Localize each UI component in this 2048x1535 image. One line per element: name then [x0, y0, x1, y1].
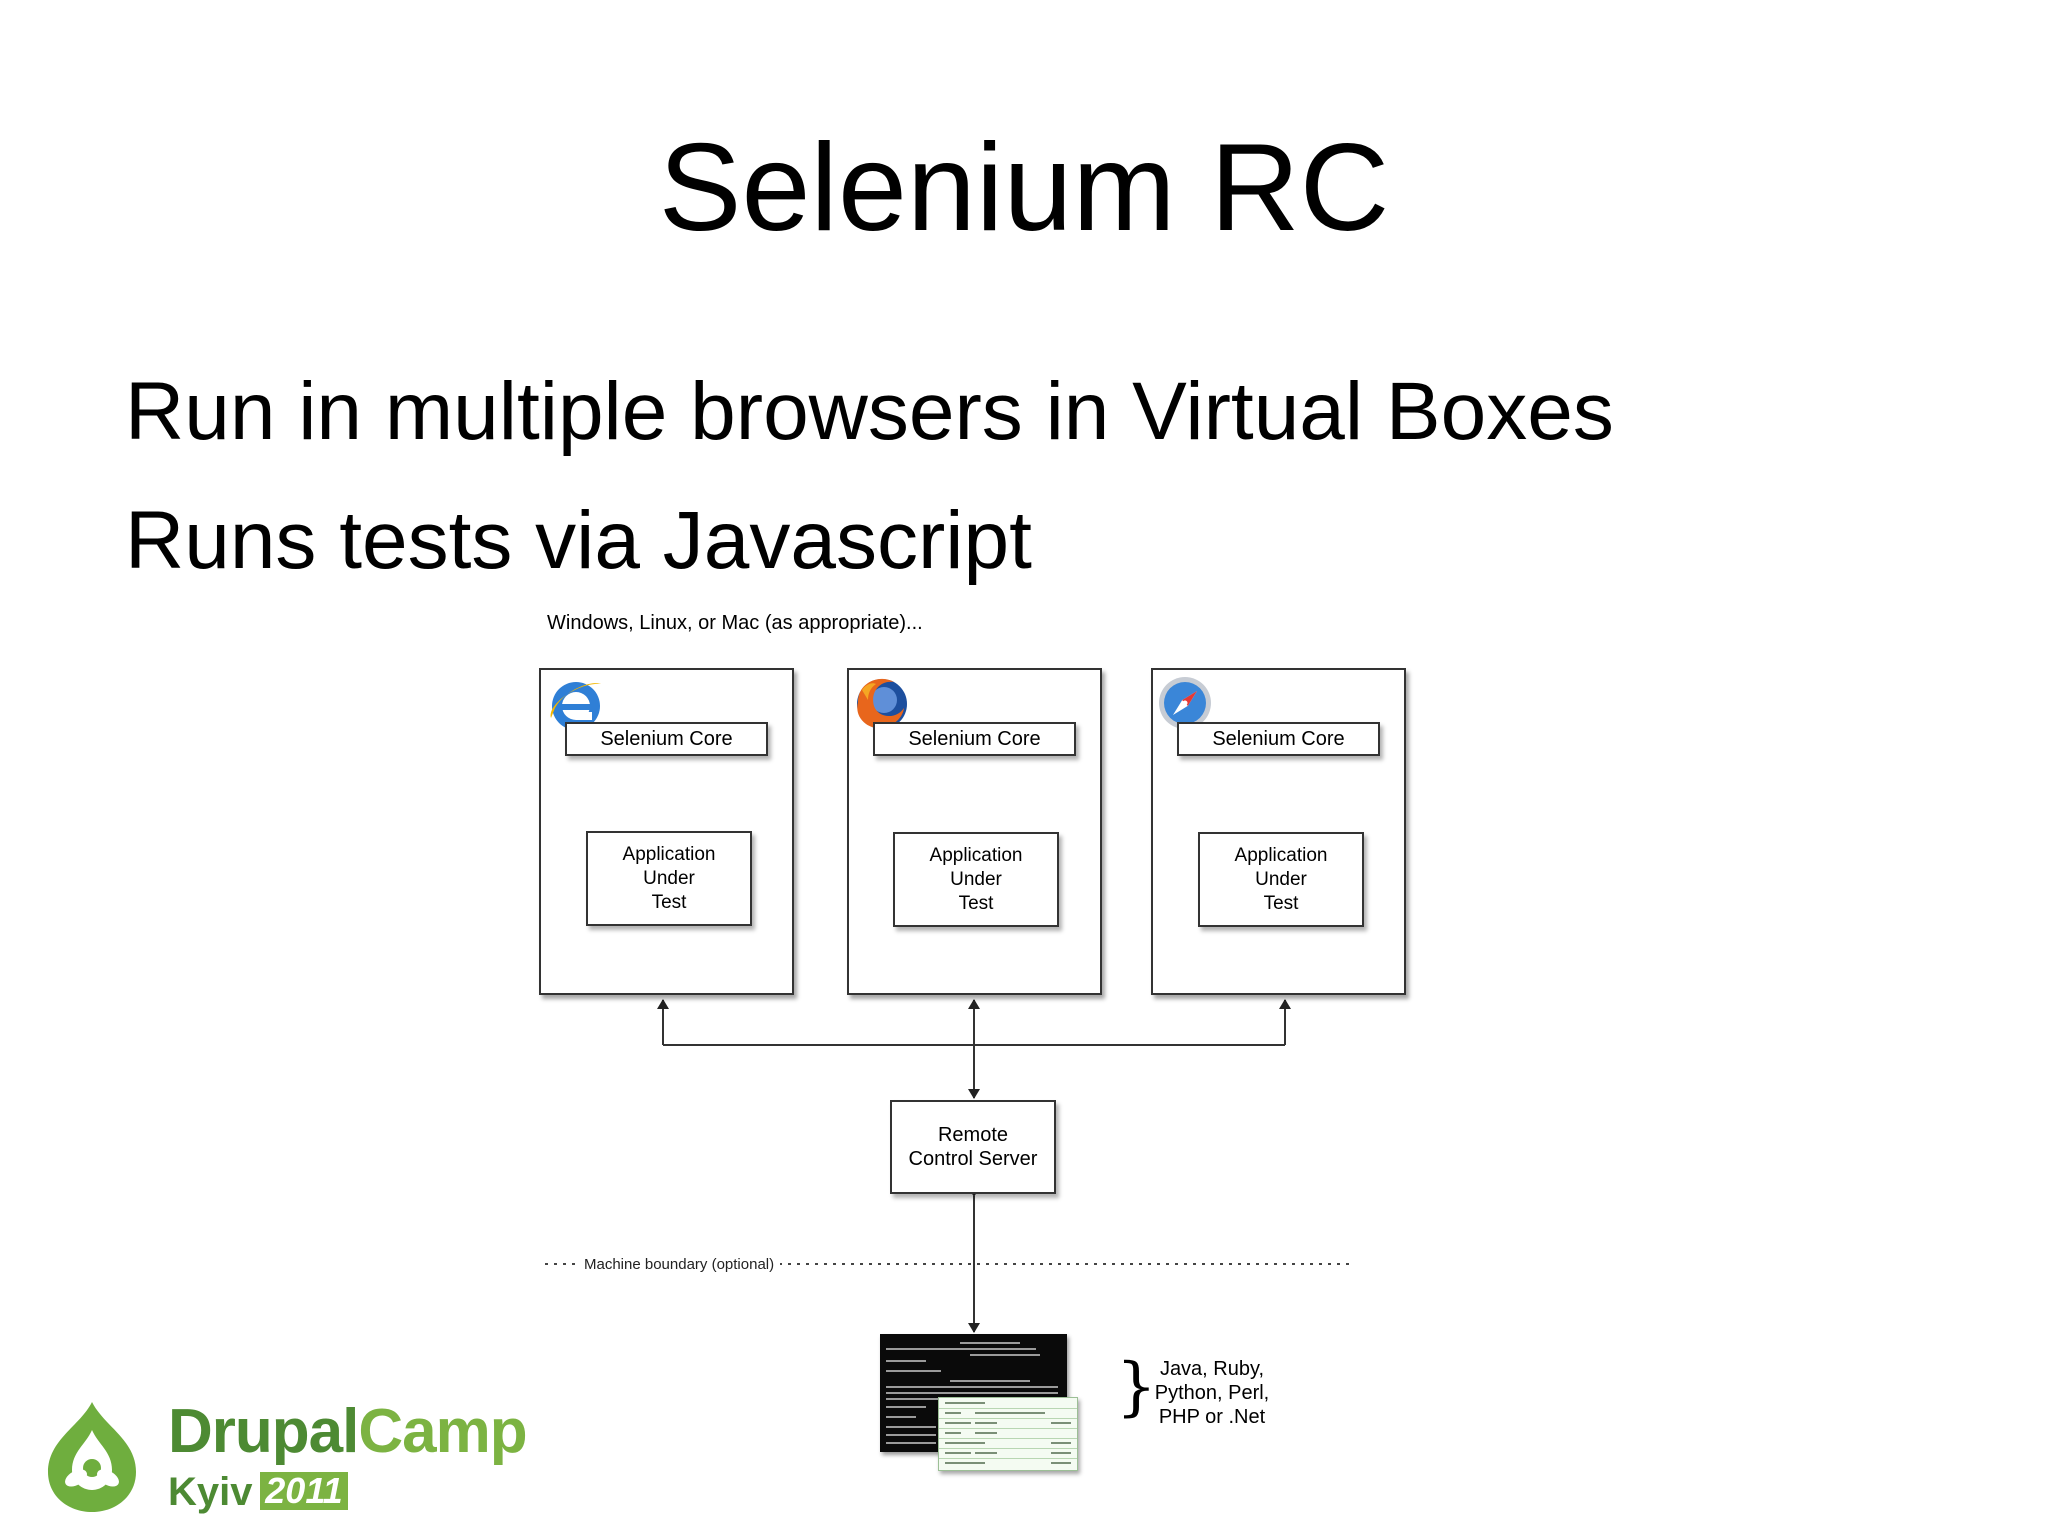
os-label: Windows, Linux, or Mac (as appropriate).… [547, 612, 923, 634]
app-line-application: Application [1234, 844, 1328, 866]
app-line-test: Test [958, 892, 994, 914]
app-line-under: Under [1255, 868, 1307, 890]
internet-explorer-icon [550, 682, 601, 730]
app-line-application: Application [929, 844, 1023, 866]
app-line-test: Test [651, 891, 687, 913]
firefox-icon [857, 678, 907, 729]
boundary-label: Machine boundary (optional) [578, 1256, 781, 1273]
app-line-application: Application [622, 843, 716, 865]
app-line-under: Under [643, 867, 695, 889]
app-under-test-box-1: Application Under Test [586, 831, 752, 926]
app-under-test-box-2: Application Under Test [893, 832, 1059, 927]
logo-year: 2011 [260, 1472, 348, 1510]
app-line-under: Under [950, 868, 1002, 890]
logo-word-camp: Camp [358, 1397, 527, 1466]
languages-line-3: PHP or .Net [1158, 1406, 1266, 1428]
remote-control-server-box: Remote Control Server [890, 1100, 1056, 1194]
server-line-remote: Remote [937, 1124, 1009, 1146]
languages-line-1: Java, Ruby, [1159, 1358, 1265, 1380]
languages-line-2: Python, Perl, [1154, 1382, 1270, 1404]
drupal-drop-icon [48, 1402, 136, 1512]
safari-icon [1159, 677, 1211, 729]
app-line-test: Test [1263, 892, 1299, 914]
logo-wordmark: DrupalCamp [168, 1396, 528, 1467]
bullet-javascript: Runs tests via Javascript [125, 495, 1032, 586]
logo-word-drupal: Drupal [168, 1397, 359, 1466]
selenium-core-box-3: Selenium Core [1177, 722, 1380, 756]
client-languages-label: Java, Ruby, Python, Perl, PHP or .Net [1150, 1357, 1274, 1429]
bullet-multiple-browsers: Run in multiple browsers in Virtual Boxe… [125, 366, 1614, 457]
server-line-control-server: Control Server [908, 1148, 1038, 1170]
slide-title: Selenium RC [658, 119, 1390, 257]
selenium-core-box-1: Selenium Core [565, 722, 768, 756]
result-table-screenshot [938, 1397, 1078, 1471]
selenium-core-box-2: Selenium Core [873, 722, 1076, 756]
app-under-test-box-3: Application Under Test [1198, 832, 1364, 927]
curly-brace: } [1116, 1350, 1157, 1424]
drupalcamp-logo: DrupalCamp Kyiv 2011 [32, 1396, 528, 1516]
logo-city: Kyiv [168, 1470, 253, 1514]
